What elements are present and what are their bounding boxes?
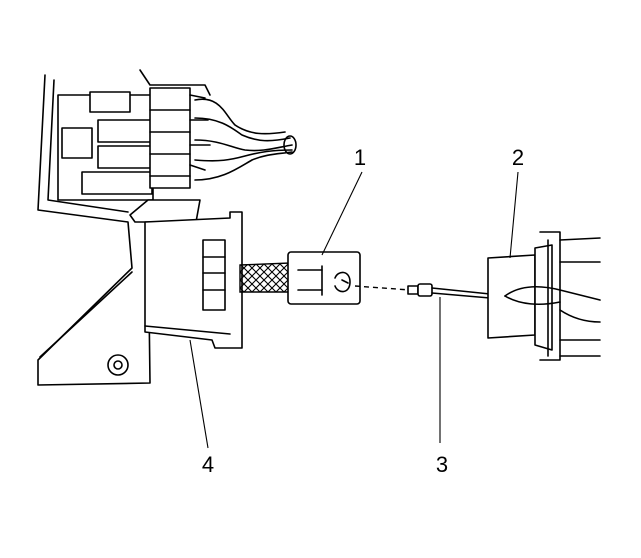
connector-1 xyxy=(287,251,361,305)
callout-3: 3 xyxy=(436,452,448,477)
mounting-bracket xyxy=(37,74,151,386)
braided-cable xyxy=(239,262,291,293)
upper-connector-cluster xyxy=(57,69,211,201)
leader-lines xyxy=(189,171,519,449)
callout-1: 1 xyxy=(354,145,366,170)
alignment-line xyxy=(354,285,411,291)
callout-4: 4 xyxy=(202,452,214,477)
locking-tab xyxy=(129,199,201,223)
connector-2-assembly xyxy=(487,231,601,361)
terminal-3 xyxy=(407,283,491,299)
connector-4-housing xyxy=(144,211,243,349)
wire-harness xyxy=(194,98,297,181)
callout-2: 2 xyxy=(512,145,524,170)
